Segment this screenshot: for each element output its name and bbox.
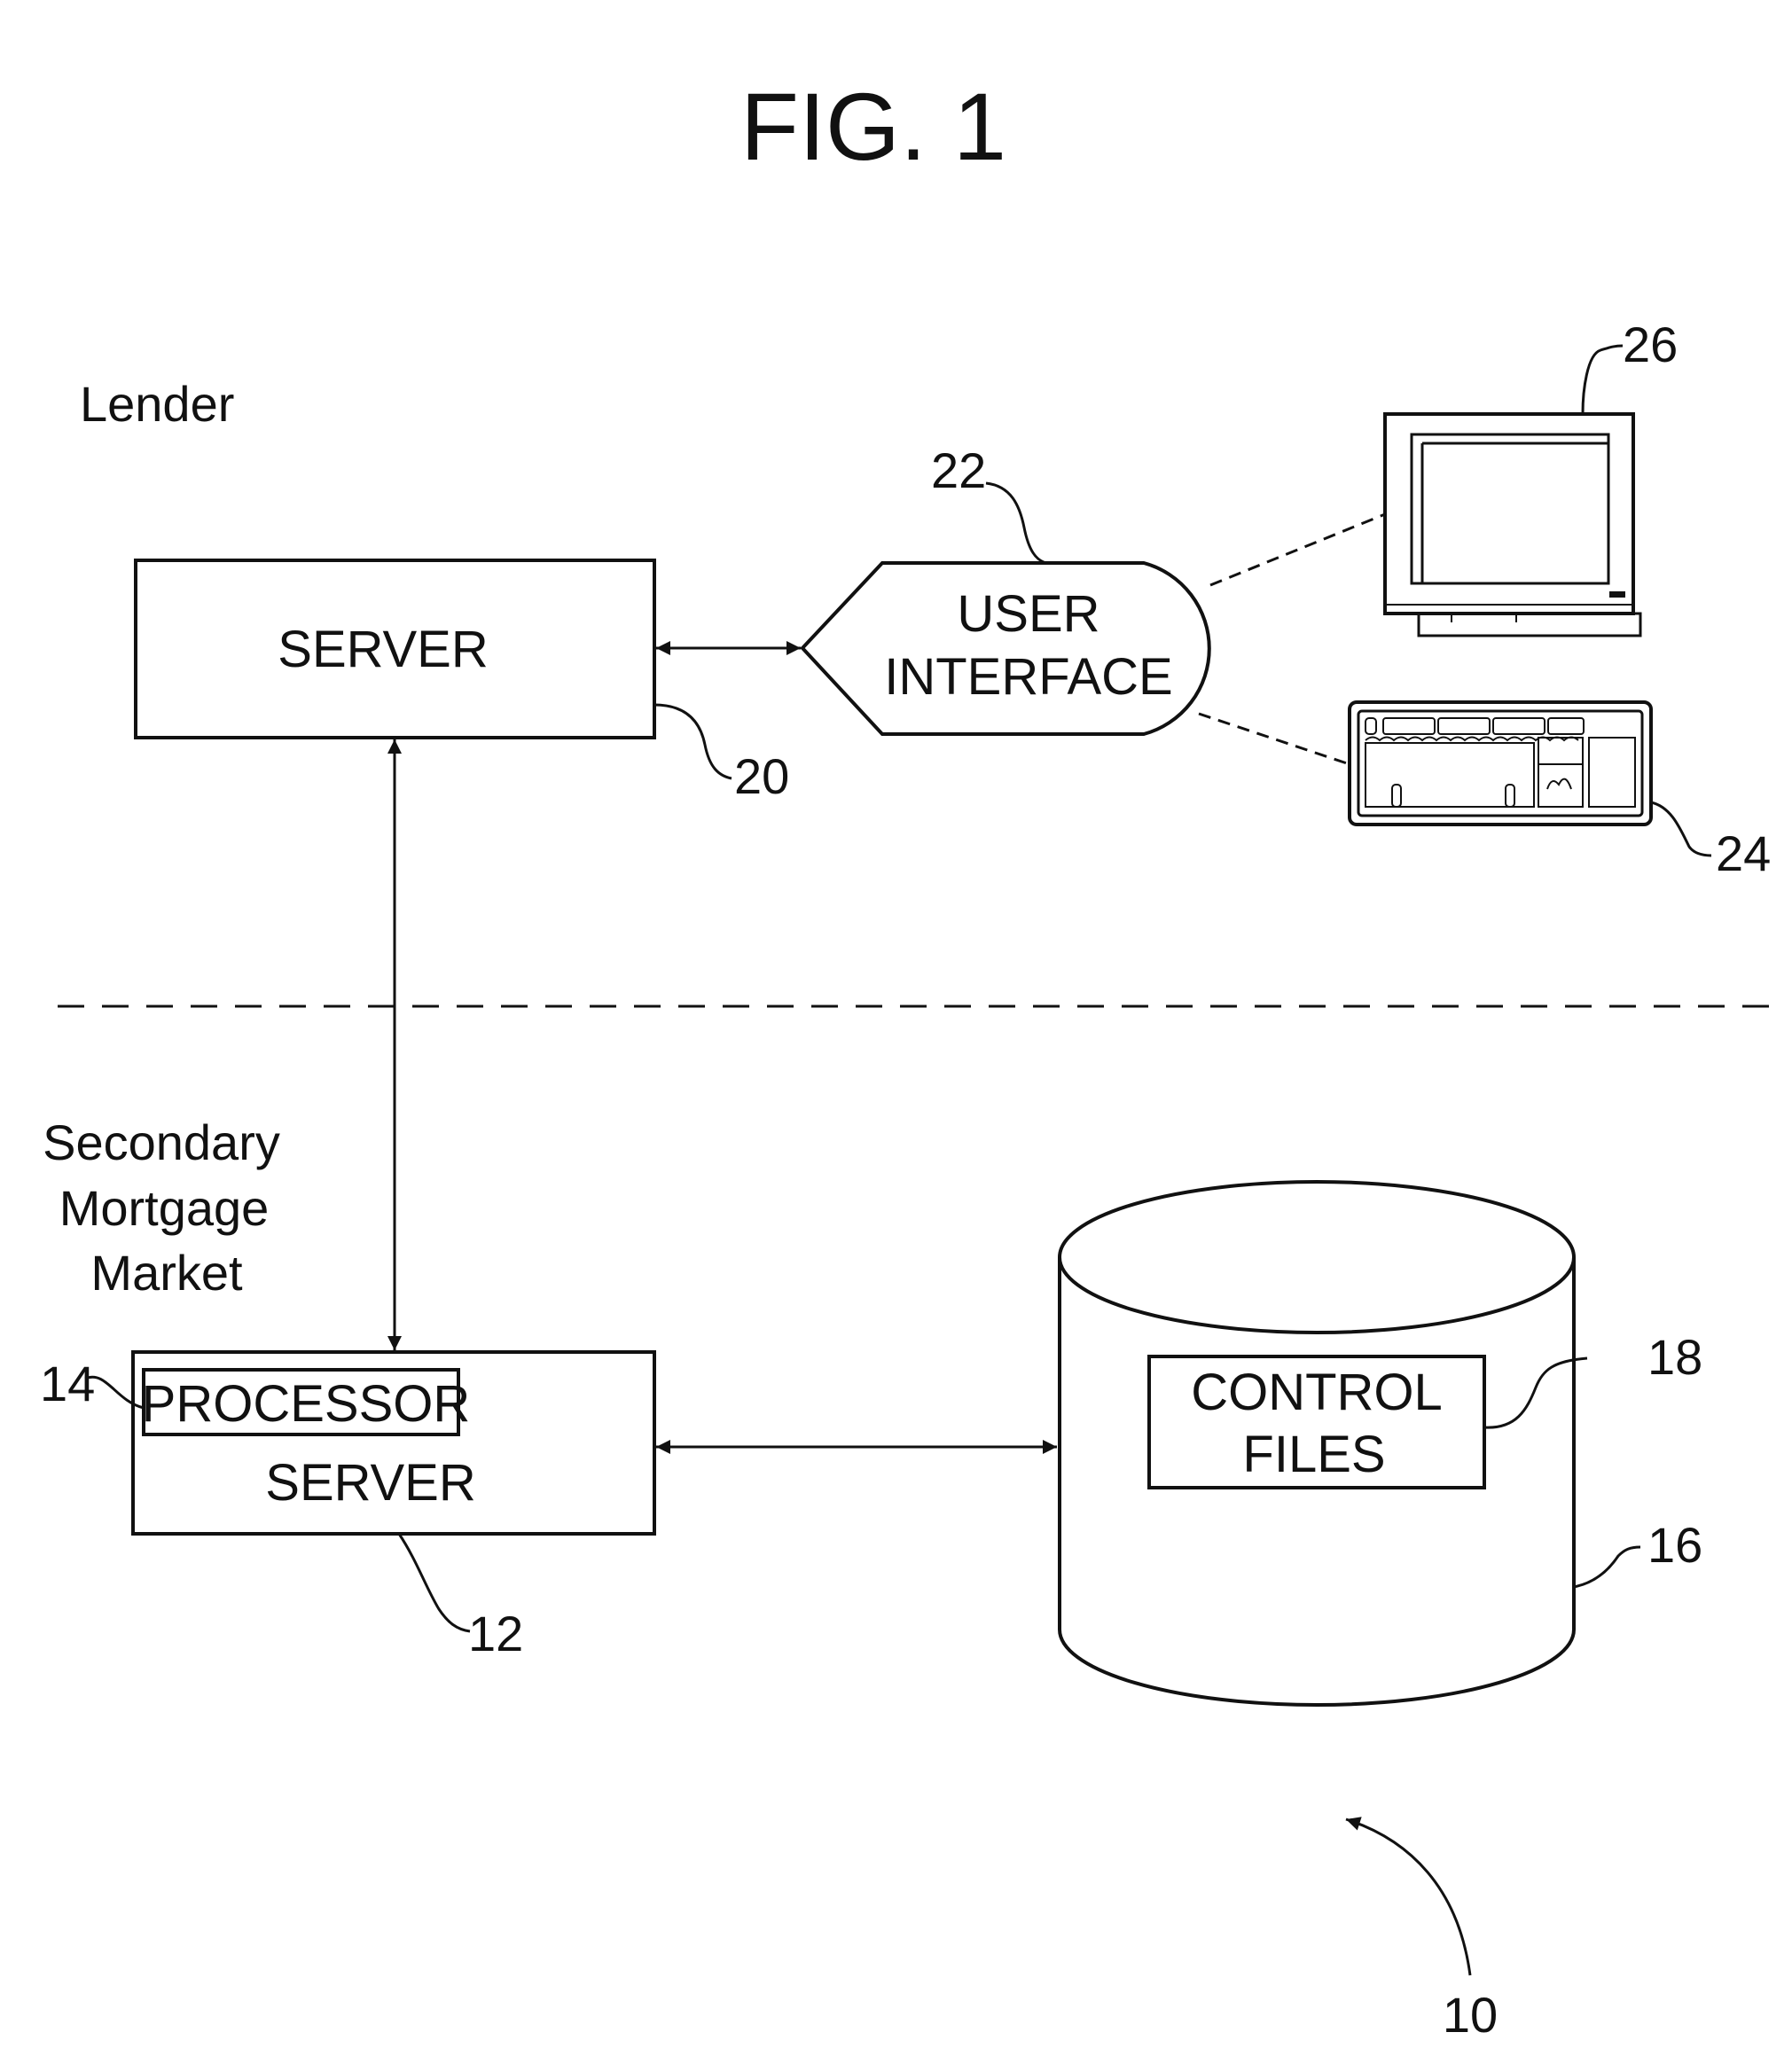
lender-server-label: SERVER [278, 621, 488, 678]
user-interface-label-line2: INTERFACE [884, 648, 1173, 706]
ui-keyboard-link [1199, 714, 1350, 764]
ref-leader-24 [1651, 802, 1711, 856]
ref-leader-20 [654, 705, 732, 778]
control-files-box: CONTROL FILES [1149, 1356, 1484, 1488]
ref-leader-26 [1583, 346, 1623, 414]
ref-number-18: 18 [1647, 1329, 1702, 1385]
region-lender-label: Lender [80, 376, 234, 432]
ref-leader-12 [399, 1534, 470, 1631]
ref-number-20: 20 [734, 748, 789, 804]
region-secondary-label-line1: Secondary [43, 1114, 280, 1170]
figure-title: FIG. 1 [740, 73, 1006, 180]
region-secondary-label-line2: Mortgage [59, 1180, 270, 1236]
ref-number-14: 14 [40, 1356, 95, 1411]
processor-label: PROCESSOR [142, 1375, 471, 1433]
system-ref-arrow [1346, 1819, 1470, 1975]
monitor-icon [1385, 414, 1640, 636]
control-files-label-line1: CONTROL [1191, 1364, 1443, 1421]
market-server-label: SERVER [265, 1454, 475, 1512]
ui-monitor-link [1210, 514, 1385, 585]
ref-number-26: 26 [1623, 317, 1678, 372]
keyboard-icon [1350, 702, 1651, 825]
ref-leader-18 [1484, 1358, 1587, 1427]
user-interface-label-line1: USER [957, 585, 1099, 643]
ref-number-24: 24 [1716, 825, 1771, 881]
ref-number-16: 16 [1647, 1517, 1702, 1573]
ref-number-10: 10 [1443, 1987, 1498, 2043]
processor-box: PROCESSOR [142, 1370, 471, 1434]
control-files-label-line2: FILES [1242, 1426, 1385, 1483]
ref-leader-22 [986, 483, 1046, 563]
ref-leader-16 [1574, 1547, 1640, 1587]
ref-number-12: 12 [468, 1606, 523, 1661]
user-interface-shape: USER INTERFACE [802, 563, 1209, 734]
region-secondary-label-line3: Market [90, 1245, 243, 1301]
lender-server-box: SERVER [136, 560, 654, 738]
ref-number-22: 22 [931, 442, 986, 498]
